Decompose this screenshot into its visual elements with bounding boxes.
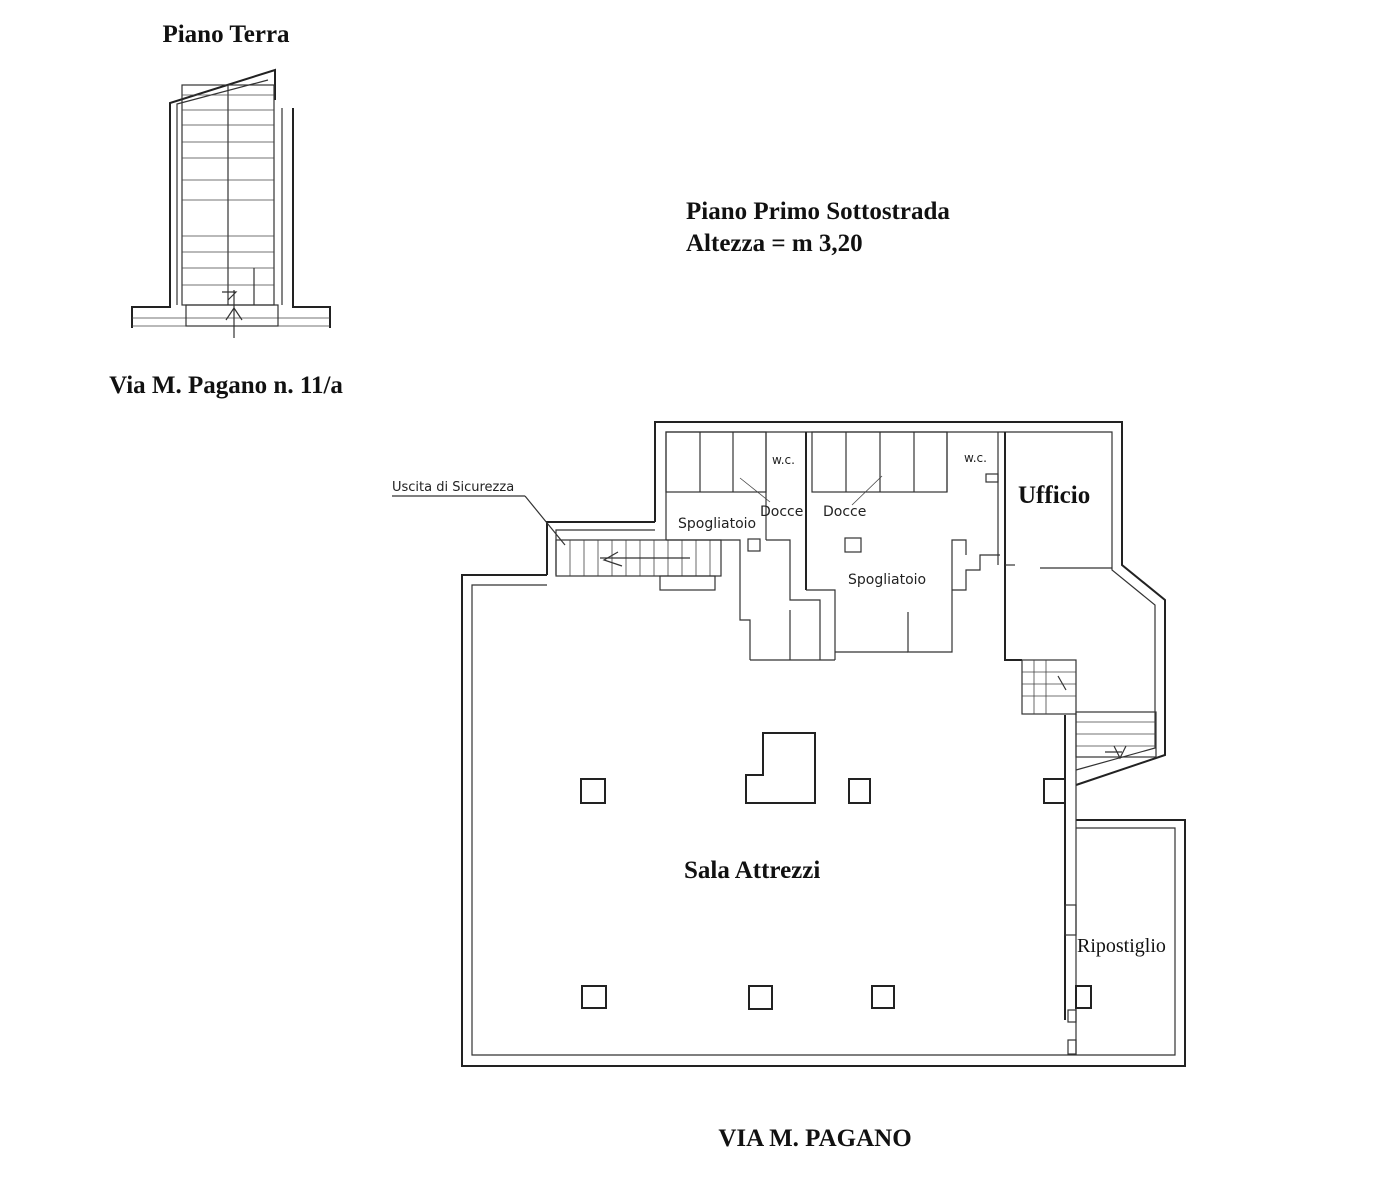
internal-stairs (1021, 659, 1157, 760)
locker-room-right-label: Spogliatoio (848, 572, 926, 588)
ground-floor-plan: Piano Terra Via M. Pagano n (109, 21, 343, 399)
locker-room-left (665, 431, 835, 661)
ground-floor-address: Via M. Pagano n. 11/a (109, 372, 343, 399)
basement-height-label: Altezza = m 3,20 (686, 230, 863, 257)
showers-left-label: Docce (760, 504, 803, 520)
office-label: Ufficio (1018, 482, 1090, 509)
pillars (580, 732, 1066, 1010)
basement-floor-plan: Uscita di Sicurezza w.c. Docce Spogliato… (392, 421, 1186, 1067)
wc-right-label: w.c. (964, 451, 987, 465)
ground-floor-title: Piano Terra (162, 21, 290, 48)
office-room (1004, 432, 1112, 661)
locker-room-right (805, 431, 1000, 660)
street-label: VIA M. PAGANO (718, 1125, 911, 1152)
showers-right-label: Docce (823, 504, 866, 520)
gym-hall-label: Sala Attrezzi (684, 857, 820, 884)
locker-room-left-label: Spogliatoio (678, 516, 756, 532)
wc-left-label: w.c. (772, 453, 795, 467)
storage-label: Ripostiglio (1077, 935, 1166, 957)
basement-floor-title: Piano Primo Sottostrada (686, 198, 950, 225)
emergency-exit-stair (546, 521, 722, 591)
ground-stair-treads (182, 94, 274, 286)
emergency-exit-label: Uscita di Sicurezza (392, 480, 514, 495)
